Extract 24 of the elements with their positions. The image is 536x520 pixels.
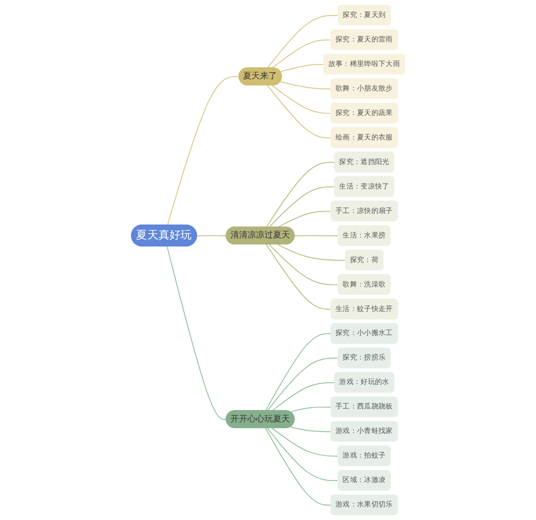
connector (167, 76, 240, 226)
connector (294, 235, 339, 236)
connector (277, 244, 346, 261)
connector (265, 333, 332, 412)
connector (265, 428, 332, 506)
connector (268, 244, 339, 286)
connector (277, 210, 332, 228)
connector (267, 15, 339, 68)
connector (280, 64, 324, 72)
connector (196, 235, 227, 236)
connector (272, 382, 336, 412)
connector (272, 84, 332, 114)
connector (290, 406, 332, 412)
connector (272, 428, 339, 457)
connector (268, 186, 336, 228)
connector (266, 162, 336, 228)
connector (280, 81, 332, 90)
connector (266, 244, 332, 310)
connector (267, 84, 332, 138)
connector (272, 40, 332, 68)
connector (290, 426, 332, 432)
connector (166, 246, 227, 420)
connector (267, 358, 339, 412)
connector (267, 428, 339, 482)
